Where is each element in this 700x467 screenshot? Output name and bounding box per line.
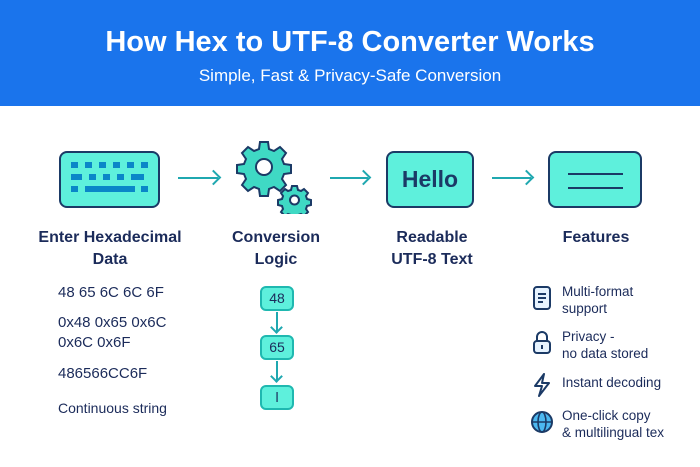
feature-item: Instant decoding bbox=[562, 375, 662, 390]
gears-icon bbox=[236, 141, 312, 214]
flow-arrow bbox=[178, 177, 218, 179]
hex-example-continuous-label: Continuous string bbox=[58, 400, 167, 416]
globe-icon bbox=[531, 411, 553, 433]
document-icon bbox=[533, 286, 551, 310]
chain-char: l bbox=[260, 385, 294, 410]
page-title: How Hex to UTF-8 Converter Works bbox=[105, 26, 595, 58]
down-arrow bbox=[276, 312, 278, 332]
chain-byte: 65 bbox=[260, 335, 294, 360]
down-arrow bbox=[276, 361, 278, 381]
hex-example-continuous: 486566CC6F bbox=[58, 365, 148, 382]
feature-item: Privacy -no data stored bbox=[562, 329, 649, 361]
text-box-icon: Hello bbox=[386, 151, 474, 208]
step-label-features: Features bbox=[562, 229, 630, 246]
lightning-icon bbox=[534, 373, 550, 397]
hello-text: Hello bbox=[401, 166, 459, 192]
card-icon bbox=[548, 151, 642, 208]
lock-icon bbox=[533, 331, 551, 354]
feature-item: One-click copy& multilingual tex bbox=[562, 408, 665, 440]
chain-byte: 48 bbox=[260, 286, 294, 311]
page-subtitle: Simple, Fast & Privacy-Safe Conversion bbox=[198, 66, 502, 85]
flow-arrow bbox=[492, 177, 531, 179]
keyboard-icon bbox=[59, 151, 160, 208]
header-banner: How Hex to UTF-8 Converter Works Simple,… bbox=[0, 0, 700, 106]
hex-example-spaced: 48 65 6C 6C 6F bbox=[58, 284, 164, 301]
flow-arrow bbox=[330, 177, 368, 179]
